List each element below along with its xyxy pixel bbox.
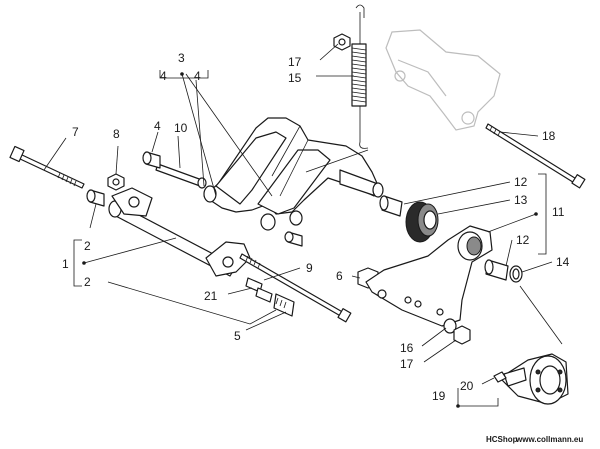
group-bracket-19 <box>456 388 499 408</box>
nut-17-bottom <box>453 325 471 345</box>
callout-16: 16 <box>400 341 414 355</box>
bolt-9 <box>239 253 352 323</box>
callout-1: 1 <box>62 257 69 271</box>
spring-15 <box>351 4 369 149</box>
washer-16 <box>443 318 457 334</box>
callout-8: 8 <box>113 127 120 141</box>
ghost-frame-bracket <box>385 29 501 131</box>
pivot-shaft <box>108 187 251 277</box>
spacer-21 <box>245 277 273 303</box>
callout-17-bottom: 17 <box>400 357 414 371</box>
footer-shop: HCShop <box>486 435 518 444</box>
footer-credit: HCShop www.collmann.eu <box>486 435 583 444</box>
bushing-2 <box>86 189 105 207</box>
footer-url: www.collmann.eu <box>515 435 583 444</box>
group-bracket-1 <box>73 237 177 287</box>
bolt-7 <box>9 145 85 189</box>
callout-12-upper: 12 <box>514 175 528 189</box>
callout-4-mid: 4 <box>154 119 161 133</box>
group-bracket-11 <box>487 173 547 255</box>
bushing-5 <box>273 293 295 317</box>
callout-19: 19 <box>432 389 446 403</box>
nut-8 <box>107 173 125 191</box>
silent-block-19 <box>499 353 569 405</box>
callout-2-lower: 2 <box>84 275 91 289</box>
callouts: 3 4 4 7 8 10 4 2 1 2 21 9 6 5 17 15 18 1… <box>62 51 570 403</box>
callout-2-upper: 2 <box>84 239 91 253</box>
callout-10: 10 <box>174 121 188 135</box>
bolt-10 <box>155 163 207 189</box>
leader-lines <box>43 43 563 385</box>
bushing-4 <box>142 151 303 247</box>
callout-3: 3 <box>178 51 185 65</box>
nut-17-top <box>333 33 351 51</box>
bushing-12-upper <box>379 195 403 217</box>
callout-14: 14 <box>556 255 570 269</box>
callout-6: 6 <box>336 269 343 283</box>
callout-13: 13 <box>514 193 528 207</box>
swing-arm-bracket <box>203 117 384 231</box>
callout-5: 5 <box>234 329 241 343</box>
callout-4-right: 4 <box>194 69 201 83</box>
callout-11: 11 <box>552 205 565 219</box>
bolt-18 <box>485 123 586 189</box>
screw-20 <box>493 371 507 383</box>
callout-20: 20 <box>460 379 474 393</box>
damper-link-11 <box>365 225 493 327</box>
circlip-14 <box>509 265 523 283</box>
callout-7: 7 <box>72 125 79 139</box>
callout-17-top: 17 <box>288 55 302 69</box>
callout-4-left: 4 <box>160 69 167 83</box>
callout-9: 9 <box>306 261 313 275</box>
group-bracket-3 <box>159 70 273 197</box>
callout-18: 18 <box>542 129 556 143</box>
bearing-13 <box>405 201 439 243</box>
callout-21: 21 <box>204 289 218 303</box>
callout-15: 15 <box>288 71 302 85</box>
bushing-12-lower <box>484 259 509 281</box>
callout-12-lower: 12 <box>516 233 530 247</box>
